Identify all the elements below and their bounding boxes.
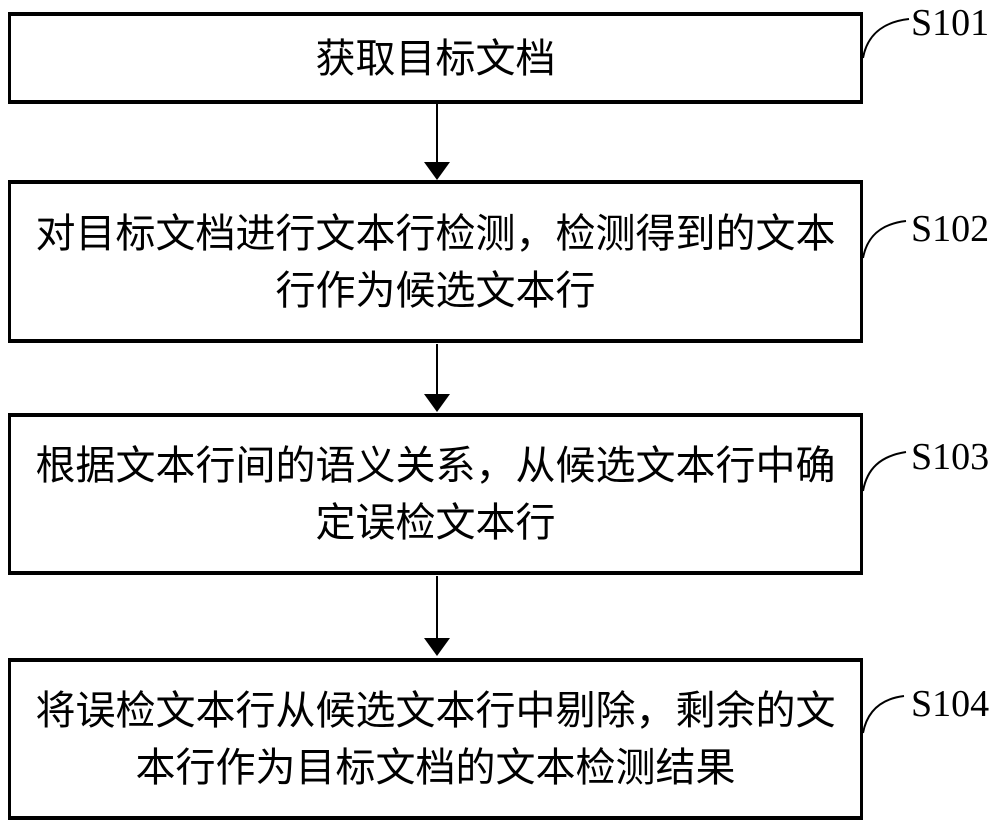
leader-line-s104 xyxy=(862,695,905,734)
step-text-line: 定误检文本行 xyxy=(315,500,556,545)
step-box-s102: 对目标文档进行文本行检测，检测得到的文本 行作为候选文本行 xyxy=(8,180,863,343)
flow-arrow-3 xyxy=(424,576,450,656)
leader-line-s103 xyxy=(862,451,907,492)
leader-line-s102 xyxy=(862,220,907,259)
step-label-s102: S102 xyxy=(911,208,990,250)
step-box-s101: 获取目标文档 xyxy=(8,12,863,104)
step-text-line: 获取目标文档 xyxy=(315,35,556,81)
step-label-s101: S101 xyxy=(911,2,990,44)
step-text-line: 行作为候选文本行 xyxy=(275,267,596,313)
step-text-line: 根据文本行间的语义关系，从候选文本行中确 xyxy=(35,443,836,488)
step-box-s103: 根据文本行间的语义关系，从候选文本行中确 定误检文本行 xyxy=(8,413,863,575)
step-text-line: 对目标文档进行文本行检测，检测得到的文本 xyxy=(35,210,836,256)
step-text-line: 本行作为目标文档的文本检测结果 xyxy=(135,745,736,790)
flow-arrow-1 xyxy=(424,104,450,180)
flow-arrow-2 xyxy=(424,344,450,412)
step-label-s104: S104 xyxy=(911,683,990,725)
step-label-s103: S103 xyxy=(911,436,990,478)
step-box-s104: 将误检文本行从候选文本行中剔除，剩余的文 本行作为目标文档的文本检测结果 xyxy=(8,658,863,820)
leader-line-s101 xyxy=(862,18,910,59)
step-text-line: 将误检文本行从候选文本行中剔除，剩余的文 xyxy=(35,688,836,733)
